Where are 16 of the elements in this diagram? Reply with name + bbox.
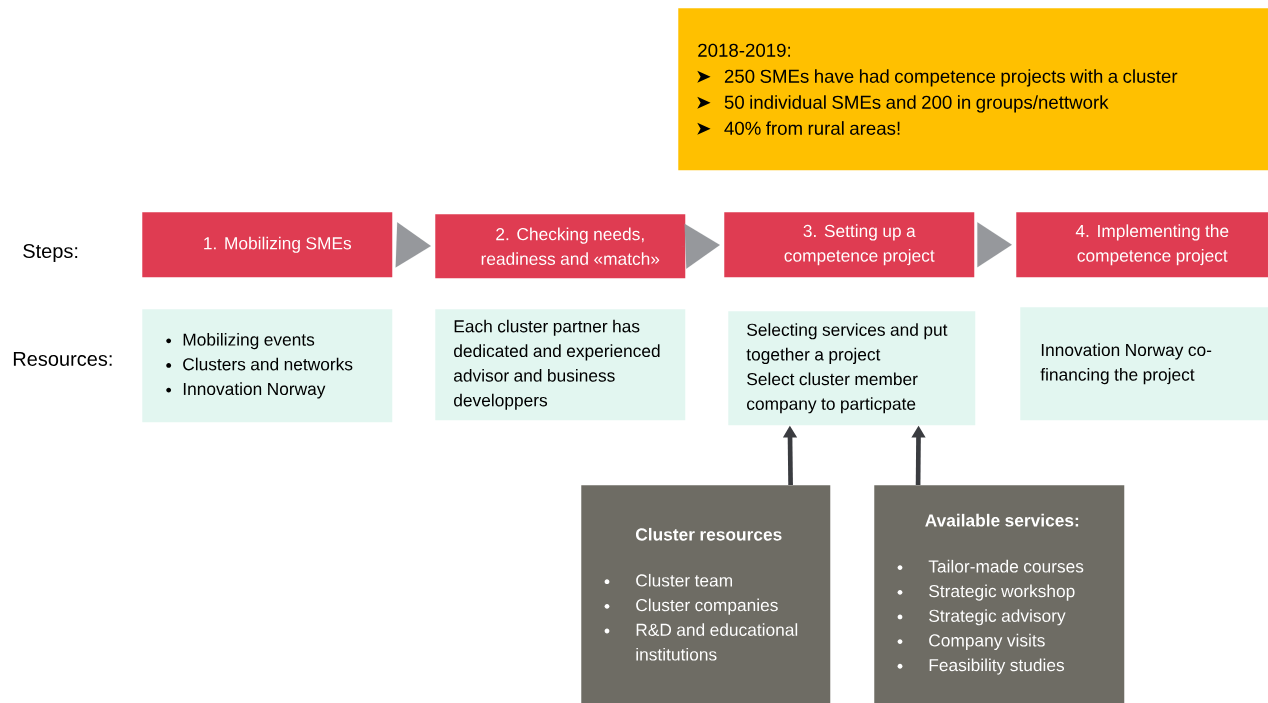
chevron-arrow — [977, 222, 1012, 268]
service-panel: Available services: Tailor-made courses Strategic workshop Strategic advisory Company visits Feasibility studies — [874, 485, 1125, 703]
resource-box: Each cluster partner has dedicated and experienced advisor and business developpers — [435, 309, 686, 421]
row-label: Resources: — [13, 352, 112, 366]
step-box: 3. Setting up a competence project — [724, 212, 975, 278]
step-box: 4. Implementing the competence project — [1016, 212, 1268, 278]
resource-box: Innovation Norway co-financing the project — [1020, 307, 1268, 421]
resource-box: Selecting services and put together a project Select cluster member company to particpate — [728, 311, 976, 426]
step-box: 1. Mobilizing SMEs — [142, 212, 393, 278]
row-label: Steps: — [23, 243, 78, 263]
chevron-arrow — [681, 223, 720, 269]
highlight-box: 2018-2019: 250 SMEs have had competence projects with a cluster 50 individual SMEs and 200 in groups/nettwork 40% from rural areas! — [678, 8, 1268, 171]
resource-box: Mobilizing events Clusters and networks Innovation Norway — [142, 309, 393, 423]
step-box: 2. Checking needs, readiness and «match» — [435, 214, 686, 279]
resource-panel: Cluster resources Cluster team Cluster companies R&D and educational institutions — [581, 485, 831, 703]
chevron-arrow — [395, 222, 431, 268]
